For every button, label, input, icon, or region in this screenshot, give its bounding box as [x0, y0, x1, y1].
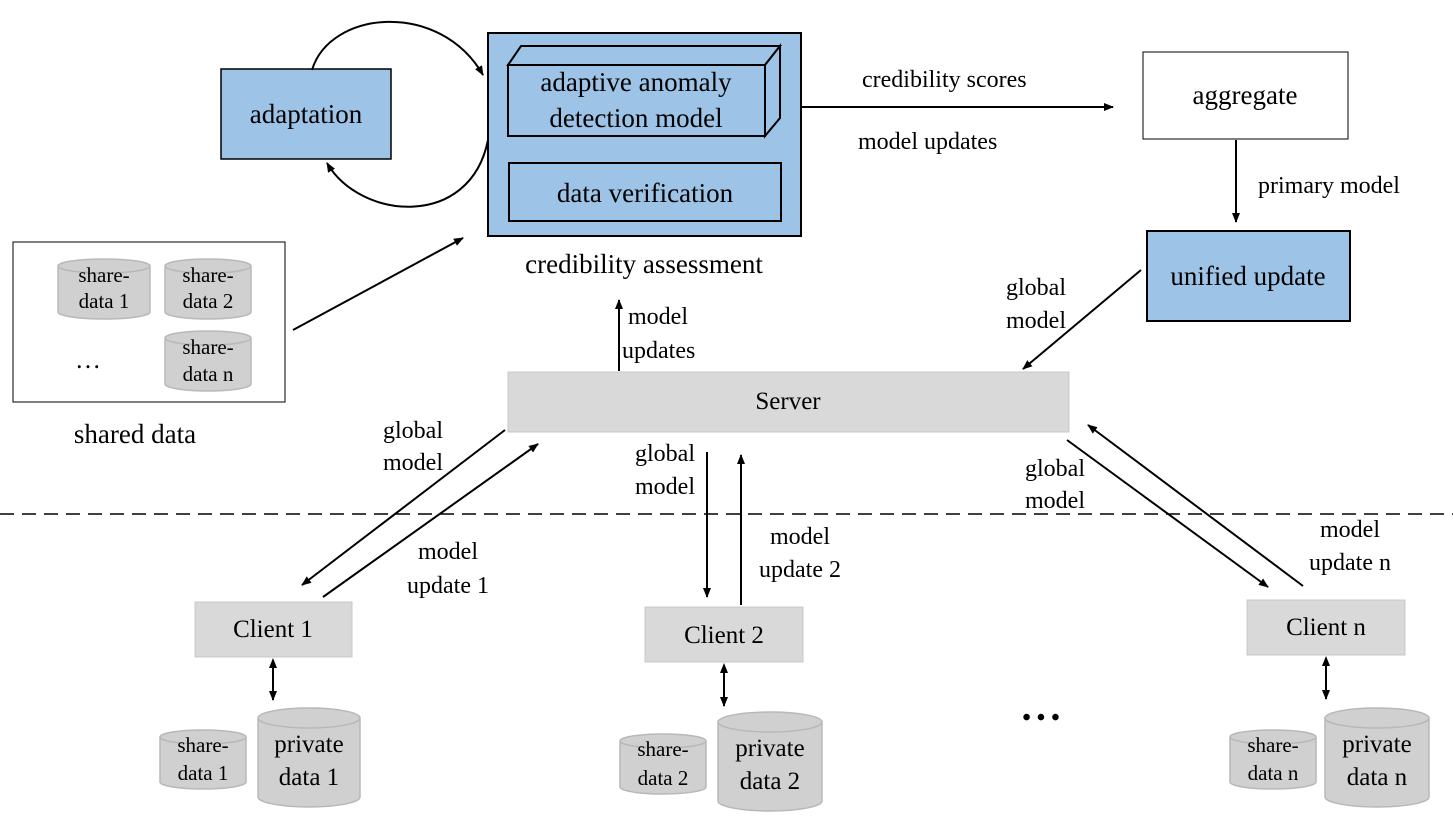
shared-data-ellipsis: …	[75, 345, 101, 374]
unified-update-label: unified update	[1170, 261, 1325, 291]
client2-share-data-label-1: share-	[637, 737, 688, 761]
credibility-assessment-caption: credibility assessment	[525, 249, 763, 279]
adaptation-label: adaptation	[250, 99, 363, 129]
model-updates-top-label: model updates	[858, 129, 997, 155]
model-to-adaptation-arc	[326, 139, 489, 208]
client2-private-data-label-1: private	[735, 735, 804, 762]
client2-box	[644, 606, 804, 663]
shared-data-1-label-1: share-	[78, 263, 129, 287]
clients-ellipsis: • • •	[1022, 705, 1059, 731]
client1-private-data-label-1: private	[274, 731, 343, 758]
anomaly-model-label-1: adaptive anomaly	[540, 67, 732, 97]
clientn-share-data-label-1: share-	[1247, 733, 1298, 757]
global-model-top-label-2: model	[1006, 308, 1066, 334]
clientn-box	[1246, 599, 1406, 656]
model-update1-label-1: model	[418, 539, 478, 565]
server-to-clientn-arrow	[1066, 439, 1269, 588]
server-label: Server	[755, 388, 821, 415]
unified-update-box	[1146, 230, 1351, 322]
data-verification-label: data verification	[557, 178, 734, 208]
client1-box	[194, 601, 353, 658]
clientn-private-data-label-1: private	[1342, 731, 1411, 758]
shared-data-n-label-2: data n	[183, 362, 234, 386]
credibility-scores-label: credibility scores	[862, 67, 1027, 93]
clientn-label: Client n	[1286, 614, 1366, 641]
global-model-right-label-1: global	[1025, 456, 1085, 482]
global-model-top-label-1: global	[1006, 275, 1066, 301]
data-verification-box	[508, 162, 782, 222]
client2-share-data-cylinder	[619, 733, 707, 795]
shared-data-2-label-2: data 2	[183, 289, 234, 313]
client1-to-server-arrow	[322, 443, 539, 598]
global-model-mid-label-1: global	[635, 441, 695, 467]
anomaly-model-label-2: detection model	[549, 103, 722, 133]
client2-private-data-label-2: data 2	[740, 768, 800, 795]
client2-private-data-cylinder	[717, 711, 823, 812]
clientn-private-data-label-2: data n	[1347, 764, 1408, 791]
clientn-share-data-label-2: data n	[1248, 761, 1299, 785]
client1-share-data-label-1: share-	[177, 733, 228, 757]
client1-share-data-label-2: data 1	[178, 761, 229, 785]
global-model-left-label-1: global	[383, 418, 443, 444]
model-updaten-label-2: update n	[1309, 550, 1391, 576]
aggregate-box	[1142, 51, 1349, 140]
model-update1-label-2: update 1	[407, 573, 489, 599]
shared-to-credibility-arrow	[292, 237, 464, 331]
server-to-client1-arrow	[301, 429, 506, 586]
clientn-private-data-cylinder	[1324, 707, 1430, 808]
model-update2-label-2: update 2	[759, 557, 841, 583]
model-updaten-label-1: model	[1320, 517, 1380, 543]
primary-model-label: primary model	[1258, 173, 1400, 199]
anomaly-model-box	[507, 64, 766, 137]
model-update2-label-1: model	[770, 524, 830, 550]
shared-data-2-label-1: share-	[182, 263, 233, 287]
adaptation-box	[220, 68, 392, 160]
unified-to-server-arrow	[1022, 269, 1142, 370]
global-model-right-label-2: model	[1025, 488, 1085, 514]
shared-data-n-cylinder	[164, 330, 252, 392]
shared-data-n-label-1: share-	[182, 335, 233, 359]
adaptation-to-model-arc	[311, 20, 484, 76]
shared-data-1-label-2: data 1	[79, 289, 130, 313]
client1-share-data-cylinder	[159, 729, 247, 790]
aggregate-label: aggregate	[1193, 80, 1298, 110]
model-updates-mid-label-1: model	[628, 304, 688, 330]
shared-data-caption: shared data	[74, 419, 196, 449]
model-updates-mid-label-2: updates	[622, 338, 695, 364]
clientn-share-data-cylinder	[1229, 729, 1317, 790]
shared-data-1-cylinder	[57, 258, 151, 320]
client1-private-data-cylinder	[257, 707, 361, 808]
client1-label: Client 1	[233, 616, 313, 643]
global-model-mid-label-2: model	[635, 474, 695, 500]
server-box	[507, 371, 1070, 433]
client2-share-data-label-2: data 2	[638, 766, 689, 790]
global-model-left-label-2: model	[383, 450, 443, 476]
shared-data-2-cylinder	[164, 258, 252, 320]
anomaly-model-3d-top	[506, 45, 783, 66]
clientn-to-server-arrow	[1087, 424, 1304, 587]
client1-private-data-label-2: data 1	[279, 764, 339, 791]
client2-label: Client 2	[684, 622, 764, 649]
